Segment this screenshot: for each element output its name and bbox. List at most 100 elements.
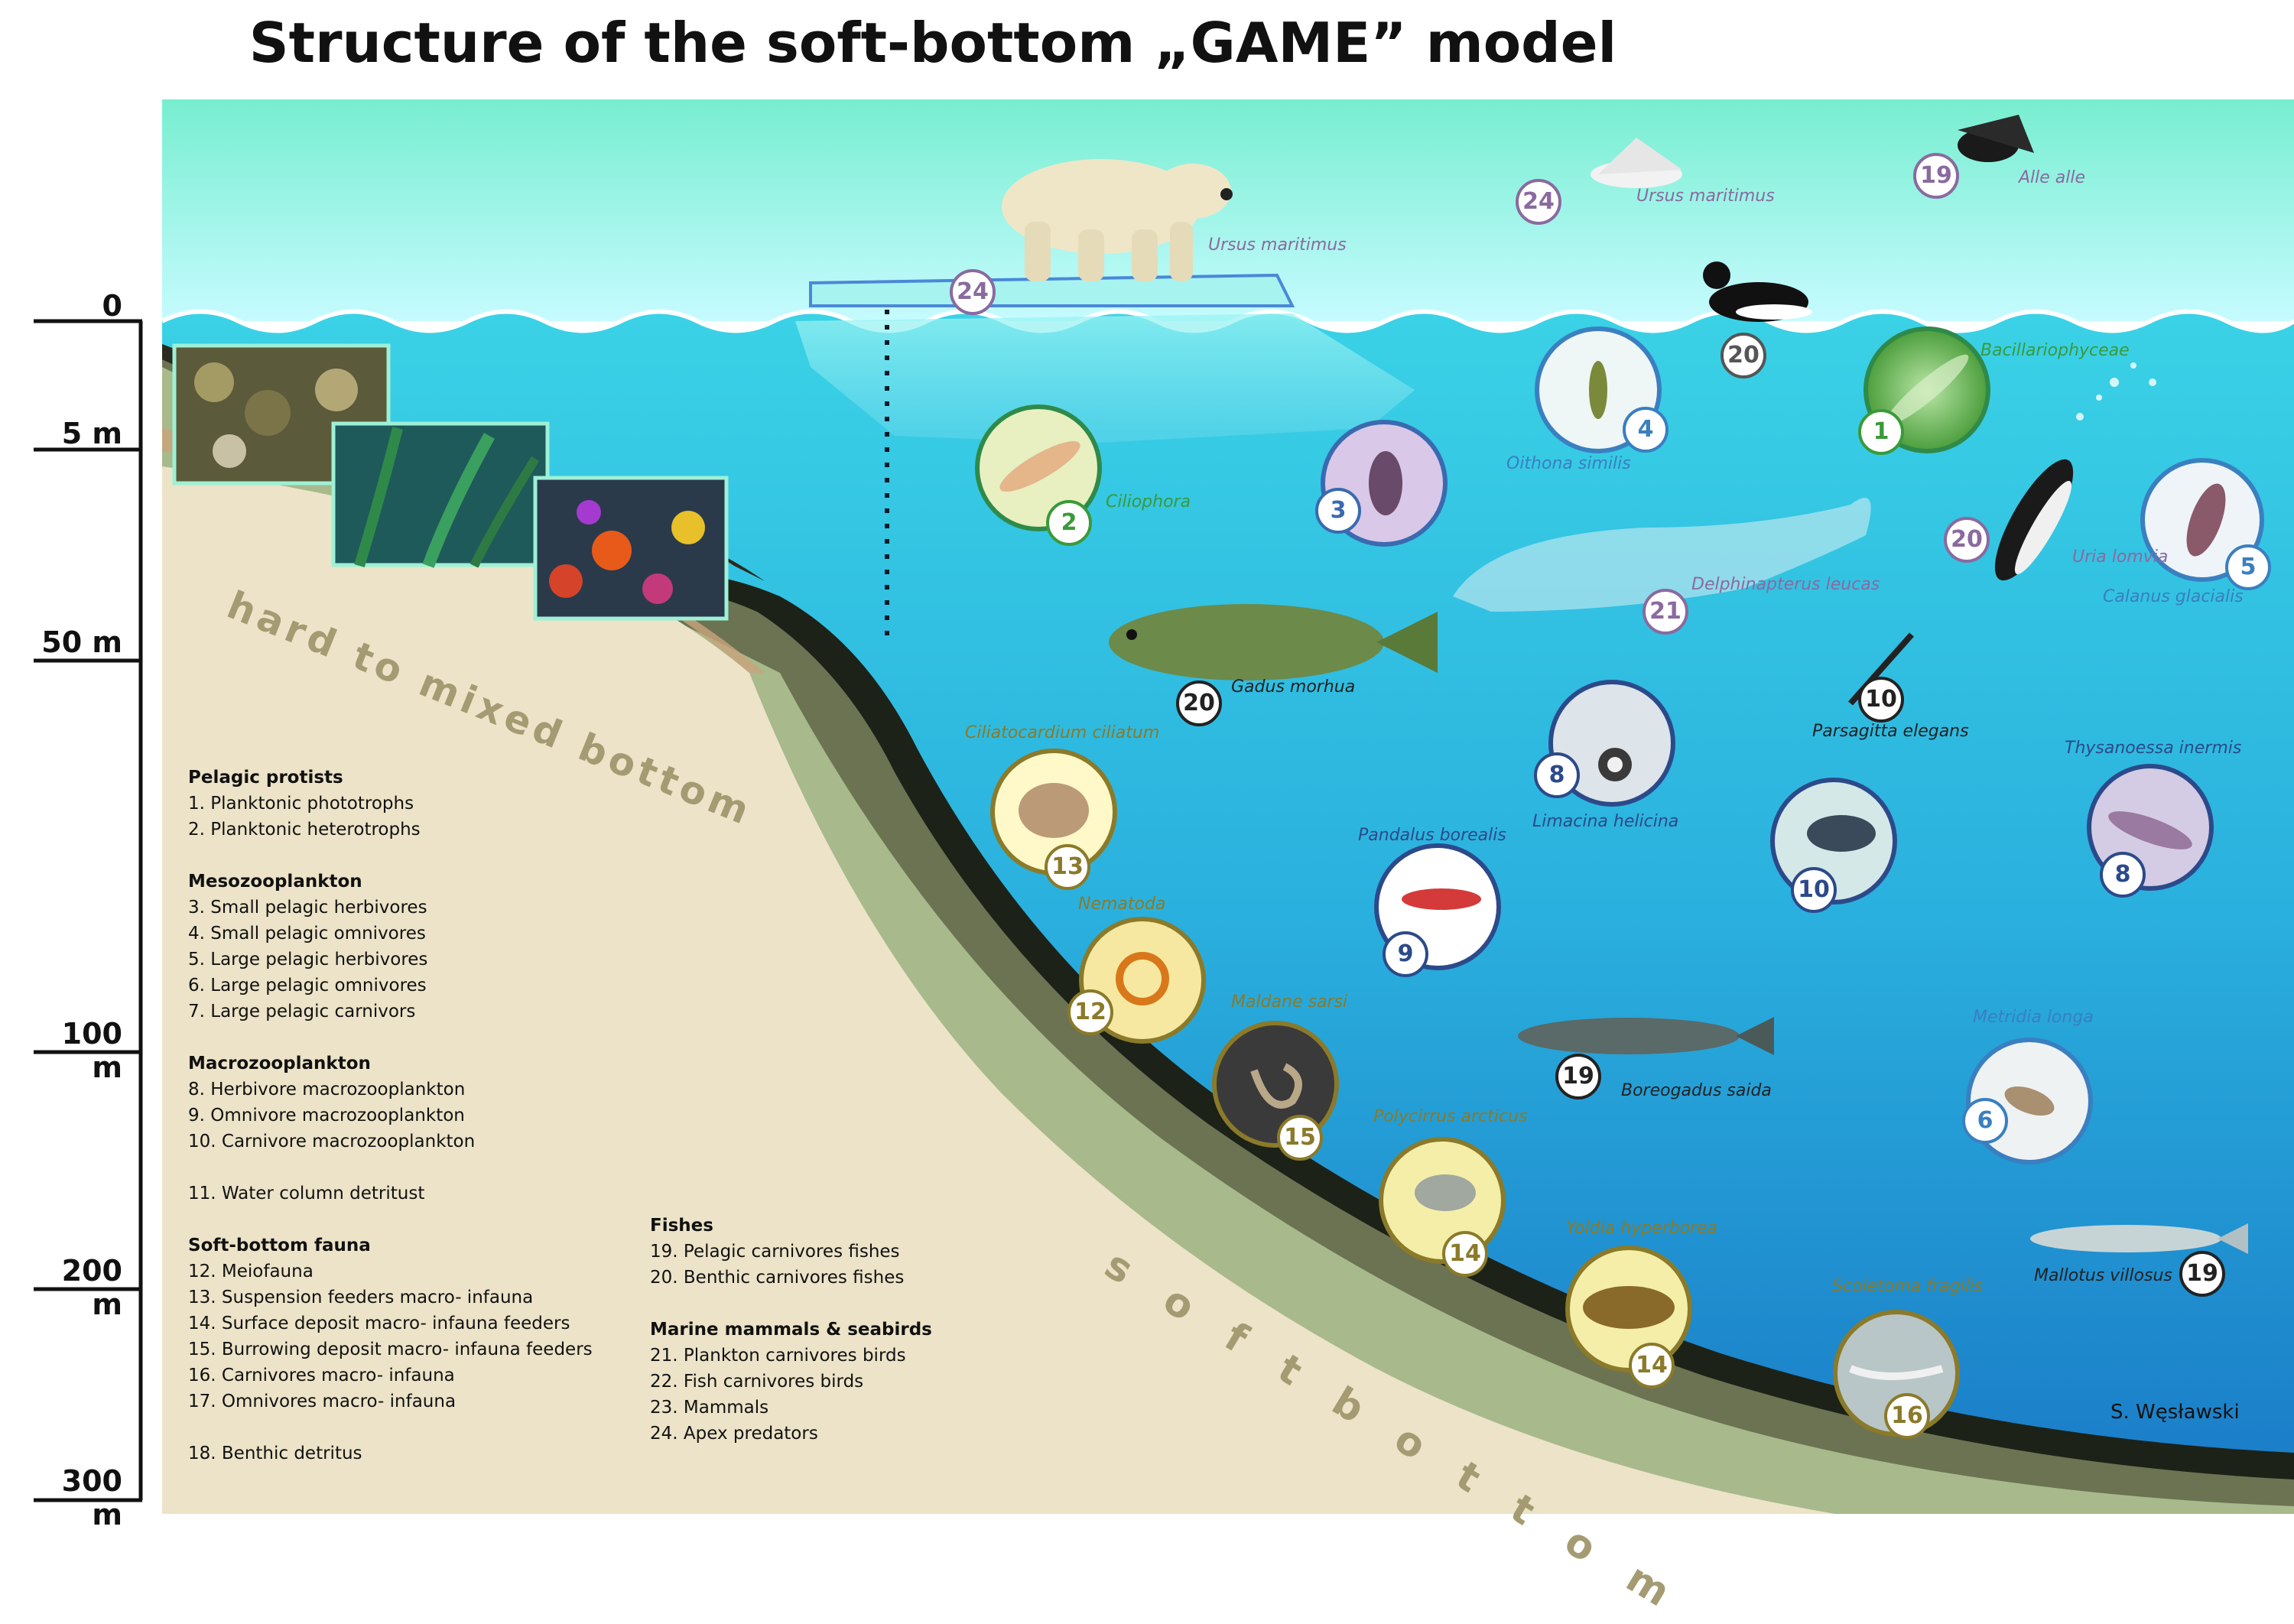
little-auk-figure [1958,115,2034,162]
group-number-badge: 1 [1858,409,1904,455]
legend-item: 3. Small pelagic herbivores [188,898,427,918]
group-number-badge: 5 [2225,544,2271,590]
group-number-badge: 12 [1067,989,1113,1035]
group-number-badge: 6 [1962,1098,2008,1144]
depth-label-200m: 200 m [61,1254,122,1321]
polar-bear-figure [1002,159,1233,281]
group-number-badge: 10 [1858,677,1904,723]
group-number-badge: 13 [1045,844,1090,890]
legend-item: 23. Mammals [650,1398,769,1418]
legend-item: 6. Large pelagic omnivores [188,976,427,996]
species-label: Calanus glacialis [2103,587,2244,606]
species-label: Yoldia hyperborea [1566,1219,1718,1238]
group-number-badge: 19 [2179,1251,2225,1297]
legend-item: 18. Benthic detritus [188,1444,362,1463]
capelin-figure [2030,1223,2248,1254]
group-number-badge: 20 [1944,517,1990,563]
iceberg-top [809,273,1295,307]
group-number-badge: 8 [2100,852,2146,898]
legend-item: 5. Large pelagic herbivores [188,950,428,970]
game-model-diagram: Structure of the soft-bottom „GAME” mode… [34,11,2294,1624]
species-label: Limacina helicina [1532,812,1679,831]
ring-maldane [1212,1021,1339,1148]
group-number-badge: 14 [1442,1231,1488,1277]
species-label: Boreogadus saida [1621,1081,1772,1100]
species-label: Scoletoma fragilis [1832,1277,1984,1296]
legend-item: 9. Omnivore macrozooplankton [188,1106,465,1125]
species-label: Delphinapterus leucas [1691,575,1880,594]
legend-item: 14. Surface deposit macro- infauna feede… [188,1314,570,1333]
depth-label-5m: 5 m [61,417,122,450]
species-label: Maldane sarsi [1231,992,1348,1012]
species-label: Polycirrus arcticus [1373,1107,1528,1126]
species-label: Ursus maritimus [1636,187,1775,206]
polar-cod-figure [1518,1017,1774,1055]
species-label: Bacillariophyceae [1980,341,2130,360]
gull-figure [1591,138,1682,188]
legend-heading: Mesozooplankton [188,872,362,892]
group-number-badge: 16 [1884,1393,1930,1439]
diagram-title: Structure of the soft-bottom „GAME” mode… [249,11,1617,75]
diving-guillemot-figure [1994,459,2074,581]
species-label: Oithona similis [1506,454,1631,473]
legend-item: 7. Large pelagic carnivors [188,1002,416,1021]
scene [34,99,2294,1514]
legend-item: 24. Apex predators [650,1424,818,1444]
group-number-badge: 24 [950,269,996,315]
legend-item: 16. Carnivores macro- infauna [188,1366,455,1385]
legend-item: 19. Pelagic carnivores fishes [650,1242,900,1262]
legend-heading: Fishes [650,1216,713,1236]
depth-label-100m: 100 m [61,1017,122,1084]
group-number-badge: 21 [1643,589,1688,635]
legend-heading: Macrozooplankton [188,1054,371,1073]
author-credit: S. Węsławski [2110,1401,2240,1424]
group-number-badge: 19 [1555,1054,1601,1099]
ring-limacina [1548,680,1675,807]
species-label: Parsagitta elegans [1812,722,1969,741]
species-label: Nematoda [1078,895,1166,914]
species-label: Metridia longa [1973,1008,2094,1027]
group-number-badge: 20 [1720,333,1766,378]
species-label: Ciliophora [1106,492,1191,512]
group-number-badge: 9 [1383,931,1428,977]
legend-item: 2. Planktonic heterotrophs [188,820,421,840]
legend-heading: Pelagic protists [188,768,343,788]
cod-figure [1109,604,1438,680]
group-number-badge: 15 [1277,1115,1323,1161]
group-number-badge: 2 [1046,500,1092,546]
legend-item: 8. Herbivore macrozooplankton [188,1080,466,1099]
depth-label-50m: 50 m [41,625,122,659]
group-number-badge: 10 [1791,867,1837,913]
depth-label-300m: 300 m [61,1464,122,1531]
species-label: Ursus maritimus [1208,235,1347,255]
legend-heading: Soft-bottom fauna [188,1236,371,1255]
depth-label-0: 0 [102,289,122,323]
legend-item: 17. Omnivores macro- infauna [188,1392,457,1411]
group-number-badge: 14 [1629,1343,1675,1389]
bubbles [2076,362,2156,421]
guillemot-figure [1703,261,1812,322]
legend-heading: Marine mammals & seabirds [650,1320,932,1340]
iceberg-underwater [795,313,1415,443]
seabed [162,344,1835,1514]
legend-item: 4. Small pelagic omnivores [188,924,426,944]
legend-item: 10. Carnivore macrozooplankton [188,1132,476,1151]
group-number-badge: 20 [1176,680,1222,726]
legend-item: 12. Meiofauna [188,1262,314,1281]
group-number-badge: 8 [1534,752,1580,798]
organism-rings [975,326,2264,1437]
legend-item: 11. Water column detritust [188,1184,425,1203]
species-label: Alle alle [2019,168,2086,187]
beluga-figure [1453,498,1871,612]
species-label: Pandalus borealis [1358,826,1506,845]
legend-item: 13. Suspension feeders macro- infauna [188,1288,534,1307]
legend-item: 15. Burrowing deposit macro- infauna fee… [188,1340,593,1359]
species-label: Mallotus villosus [2034,1266,2172,1285]
species-label: Uria lomvia [2072,547,2169,567]
group-number-badge: 3 [1315,488,1361,534]
species-label: Ciliatocardium ciliatum [965,723,1160,742]
legend-item: 22. Fish carnivores birds [650,1372,864,1392]
species-label: Thysanoessa inermis [2065,739,2242,758]
